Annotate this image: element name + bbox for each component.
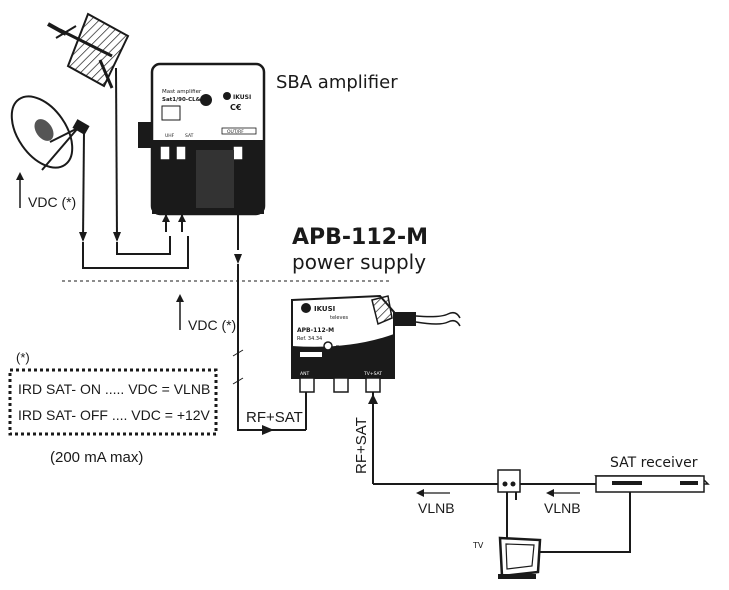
amp-front-model: Sat1/90-CL& [162, 97, 201, 103]
note-marker: (*) [16, 350, 30, 365]
power-supply-unit: IKUSI televes APB-112-M Ref. 34.34 Power… [291, 294, 461, 393]
amp-brand: IKUSI [233, 94, 251, 101]
note-current: (200 mA max) [50, 449, 143, 466]
rf-sat-vertical-label: RF+SAT [353, 417, 370, 474]
power-supply-subtitle: power supply [292, 250, 426, 274]
vlnb-left-label: VLNB [418, 500, 455, 516]
vlnb-right-label: VLNB [544, 500, 581, 516]
wall-outlet-icon [497, 469, 521, 493]
power-supply-model-title: APB-112-M [292, 225, 428, 250]
note-box [8, 368, 218, 436]
psu-brand: IKUSI [314, 305, 335, 313]
psu-power-led: Power [336, 345, 352, 351]
note-line-2: IRD SAT- OFF .... VDC = +12V [18, 407, 211, 423]
amp-input-uhf: UHF [165, 133, 175, 139]
amplifier-label: SBA amplifier [276, 72, 398, 93]
satellite-dish-icon [10, 95, 90, 241]
psu-port-tv: TV+SAT [363, 371, 382, 377]
tv-icon [498, 536, 542, 579]
sat-receiver-icon [594, 475, 710, 493]
sat-receiver-label: SAT receiver [610, 455, 698, 471]
psu-ref: Ref. 34.34 [297, 336, 322, 342]
tv-label: TV [472, 541, 484, 550]
note-line-1: IRD SAT- ON ..... VDC = VLNB [18, 381, 210, 397]
amp-output: OUT/RF [227, 129, 244, 135]
vdc-left-label: VDC (*) [28, 194, 76, 210]
psu-front-model: APB-112-M [297, 327, 334, 334]
vdc-mid-label: VDC (*) [188, 317, 236, 333]
amp-input-sat: SAT [185, 133, 194, 139]
amp-front-title: Mast amplifier [162, 89, 202, 95]
psu-subbrand: televes [330, 315, 349, 321]
rf-sat-horizontal-label: RF+SAT [246, 409, 303, 426]
uhf-antenna-icon [47, 12, 130, 241]
amp-ce-mark: C€ [230, 103, 242, 112]
sba-amplifier: Mast amplifier Sat1/90-CL& IKUSI C€ UHF … [138, 62, 266, 216]
psu-port-ant: ANT [300, 371, 309, 377]
